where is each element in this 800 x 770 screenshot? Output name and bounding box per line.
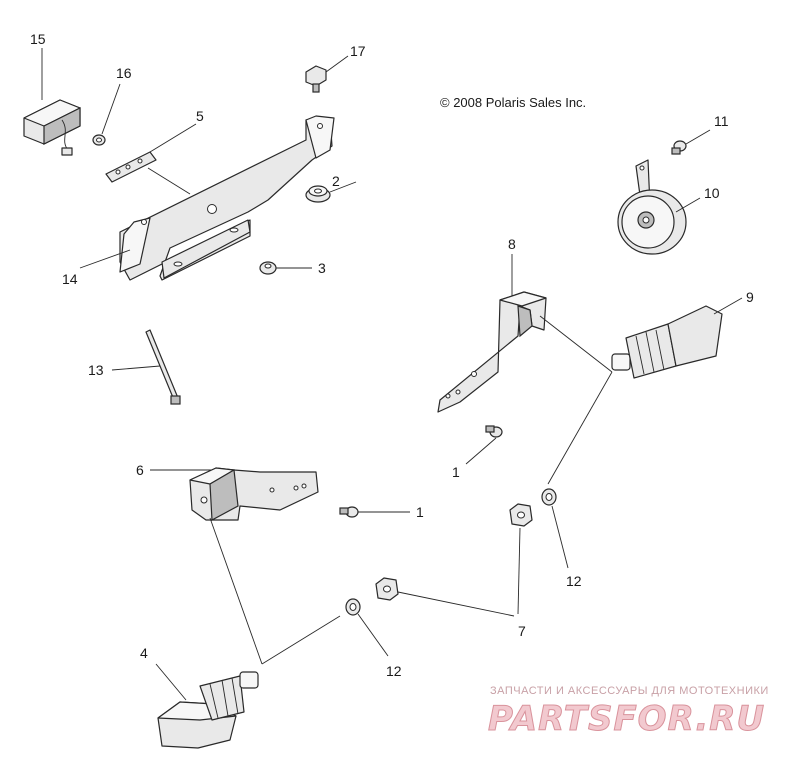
leader-17 <box>325 55 349 73</box>
part-6-bracket-left <box>189 467 319 521</box>
leader-10 <box>675 197 701 213</box>
callout-12b: 12 <box>386 663 402 679</box>
leader-1b <box>465 437 497 465</box>
part-16-grommet <box>92 134 106 146</box>
callout-7: 7 <box>518 623 526 639</box>
callout-9: 9 <box>746 289 754 305</box>
leader-5 <box>149 123 197 153</box>
leader-13 <box>111 365 161 371</box>
leader-12-to-4 <box>261 615 341 665</box>
leader-12a <box>551 505 569 569</box>
callout-11: 11 <box>714 113 729 129</box>
callout-1a: 1 <box>416 504 424 520</box>
leader-16 <box>101 83 121 135</box>
callout-13: 13 <box>88 362 104 378</box>
leader-7a <box>517 527 521 615</box>
part-5-mounting-plate <box>105 151 157 183</box>
part-14-main-bracket <box>119 115 335 281</box>
leader-8-to-9 <box>539 315 613 373</box>
callout-4: 4 <box>140 645 148 661</box>
part-9-turn-signal-right <box>611 305 723 379</box>
leader-7b <box>397 591 515 617</box>
callout-3: 3 <box>318 260 326 276</box>
part-12-washer-right <box>541 488 557 506</box>
callout-2: 2 <box>332 173 340 189</box>
part-8-bracket-right <box>437 291 547 413</box>
leader-12b <box>357 613 389 657</box>
callout-10: 10 <box>704 185 720 201</box>
callout-1b: 1 <box>452 464 460 480</box>
part-1-screw-upper <box>485 425 503 438</box>
callout-8: 8 <box>508 236 516 252</box>
callout-14: 14 <box>62 271 78 287</box>
callout-6: 6 <box>136 462 144 478</box>
callout-5: 5 <box>196 108 204 124</box>
callout-15: 15 <box>30 31 46 47</box>
part-4-turn-signal-left <box>157 671 259 749</box>
part-3-nut <box>259 261 277 275</box>
callout-16: 16 <box>116 65 132 81</box>
leader-6-to-4 <box>209 517 263 665</box>
copyright-text: © 2008 Polaris Sales Inc. <box>440 95 586 110</box>
leader-4 <box>155 663 187 701</box>
part-15-flasher-module <box>23 99 81 156</box>
part-17-bolt <box>305 65 327 93</box>
leader-11 <box>685 129 711 145</box>
part-2-flange-nut <box>305 185 331 203</box>
watermark-tagline: ЗАПЧАСТИ И АКСЕССУАРЫ ДЛЯ МОТОТЕХНИКИ <box>490 685 769 697</box>
leader-2 <box>329 181 357 193</box>
part-7-flange-nut-left <box>375 577 399 601</box>
part-12-washer-left <box>345 598 361 616</box>
watermark-logo: PARTSFOR.RU <box>488 699 765 739</box>
part-10-horn <box>617 159 687 255</box>
leader-14 <box>79 249 131 269</box>
leader-5-lower <box>147 167 191 195</box>
part-1-screw-lower <box>339 506 359 518</box>
part-13-cable-tie <box>145 329 181 405</box>
callout-12a: 12 <box>566 573 582 589</box>
part-11-screw <box>671 140 687 155</box>
leader-9 <box>713 297 743 315</box>
callout-17: 17 <box>350 43 366 59</box>
part-7-flange-nut-right <box>509 503 533 527</box>
leader-9-to-12 <box>547 371 613 485</box>
